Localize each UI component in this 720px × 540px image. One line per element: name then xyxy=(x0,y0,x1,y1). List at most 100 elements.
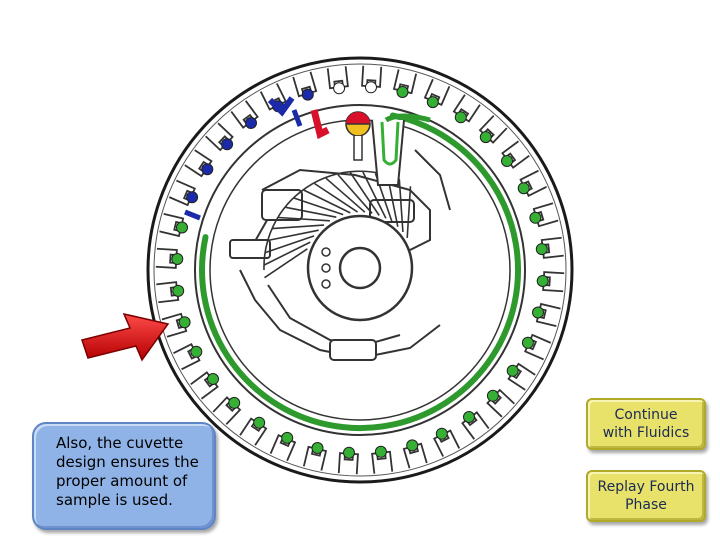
cuvette xyxy=(168,179,196,207)
cuvette xyxy=(519,169,547,197)
cuvette xyxy=(269,434,297,462)
button-label-line: Replay Fourth xyxy=(597,479,695,495)
cuvette xyxy=(205,122,234,152)
red-channel xyxy=(310,109,330,140)
cuvette xyxy=(461,411,490,440)
cuvette-dot xyxy=(253,416,266,429)
cuvette xyxy=(532,202,559,228)
rotor-hub-inner xyxy=(338,246,382,290)
cuvette xyxy=(433,429,461,457)
cuvette-dot xyxy=(501,155,513,167)
cuvette xyxy=(161,312,188,338)
cuvette xyxy=(361,65,383,88)
cuvette xyxy=(501,140,530,169)
spiral-fin xyxy=(398,180,404,233)
cuvette xyxy=(302,445,328,471)
cuvette-dot xyxy=(463,411,475,423)
cuvette xyxy=(155,247,178,269)
replay-fourth-phase-button[interactable]: Replay Fourth Phase xyxy=(586,470,706,522)
cuvette xyxy=(371,450,394,474)
cuvette xyxy=(259,83,287,111)
spiral-fin xyxy=(325,177,366,213)
cuvette-dot xyxy=(172,284,185,297)
cuvette xyxy=(337,452,359,475)
cuvette-dot xyxy=(536,275,549,287)
cuvette xyxy=(156,281,180,304)
cuvette-dot xyxy=(301,88,314,101)
spiral-mixing-fins xyxy=(263,170,412,279)
reagent-stem xyxy=(353,136,363,161)
cuvette-dot xyxy=(190,345,203,358)
spiral-fin xyxy=(314,182,359,213)
cuvette-dot xyxy=(171,253,184,265)
cuvette-dot xyxy=(506,364,519,377)
cuvette-dot xyxy=(281,431,294,444)
cuvette xyxy=(173,343,201,371)
cuvette-dot xyxy=(186,191,199,204)
cuvette xyxy=(524,333,552,361)
cuvette xyxy=(452,94,481,123)
cuvette-dot xyxy=(176,221,188,234)
sample-green-channel xyxy=(384,113,431,123)
cuvette xyxy=(184,149,213,178)
spiral-fin xyxy=(264,235,315,254)
cuvette-dot xyxy=(426,96,439,109)
cuvette-dot xyxy=(374,445,387,458)
cuvette-dot xyxy=(245,117,257,129)
cuvette xyxy=(190,371,219,400)
cuvette xyxy=(392,69,418,95)
cuvette xyxy=(540,236,564,259)
cuvette-dot xyxy=(228,396,241,409)
cuvette-dot xyxy=(406,439,419,452)
distribution-ring-outer xyxy=(194,104,526,436)
cuvette-dot xyxy=(365,81,377,94)
cuvette-dot xyxy=(479,131,492,144)
reagent-bead-icon xyxy=(345,111,371,137)
button-label-line: Continue xyxy=(614,407,678,423)
button-label-line: with Fluidics xyxy=(602,425,690,441)
spiral-fin xyxy=(406,186,412,238)
cuvette-dot xyxy=(201,163,214,176)
cuvette xyxy=(542,271,565,293)
cuvette-dot xyxy=(435,427,448,440)
cuvette xyxy=(212,396,242,425)
spiral-fin xyxy=(303,189,351,214)
cuvette-dot xyxy=(454,111,467,124)
cuvette xyxy=(507,362,536,391)
cuvette xyxy=(535,302,561,328)
cuvette xyxy=(423,78,451,106)
cuvette xyxy=(230,100,259,129)
spiral-fin xyxy=(267,229,319,242)
continue-with-fluidics-button[interactable]: Continue with Fluidics xyxy=(586,398,706,450)
hub-hole xyxy=(321,247,331,257)
red-arrow-icon xyxy=(81,312,170,362)
cuvette-dot xyxy=(178,316,191,329)
cuvette-dot xyxy=(221,138,234,151)
spiral-fin xyxy=(272,224,325,230)
cuvette-dot xyxy=(486,389,499,402)
hub-hole xyxy=(321,279,331,289)
spiral-fin xyxy=(337,174,373,214)
spiral-fin xyxy=(263,241,311,266)
cuvette-dot xyxy=(521,336,534,349)
spiral-fin xyxy=(293,197,344,216)
cuvette xyxy=(159,212,185,238)
cuvette-dot xyxy=(535,243,548,256)
cuvette-dot xyxy=(532,306,544,319)
spiral-fin xyxy=(349,172,380,216)
cuvette-dot xyxy=(333,82,346,95)
cuvette xyxy=(402,442,428,469)
button-label-line: Phase xyxy=(625,497,667,513)
cuvette xyxy=(326,66,349,90)
spiral-fin xyxy=(278,216,330,222)
spiral-fin xyxy=(362,171,387,219)
blue-channel xyxy=(267,96,295,117)
cuvette xyxy=(292,71,318,98)
blue-channel xyxy=(184,209,201,221)
disc-inner-rim xyxy=(153,63,567,477)
cuvette xyxy=(239,417,268,446)
sample-green-loop xyxy=(380,121,400,166)
cuvette xyxy=(478,115,508,144)
callout-text: Also, the cuvette design ensures the pro… xyxy=(56,434,199,509)
blue-channel xyxy=(291,109,303,127)
